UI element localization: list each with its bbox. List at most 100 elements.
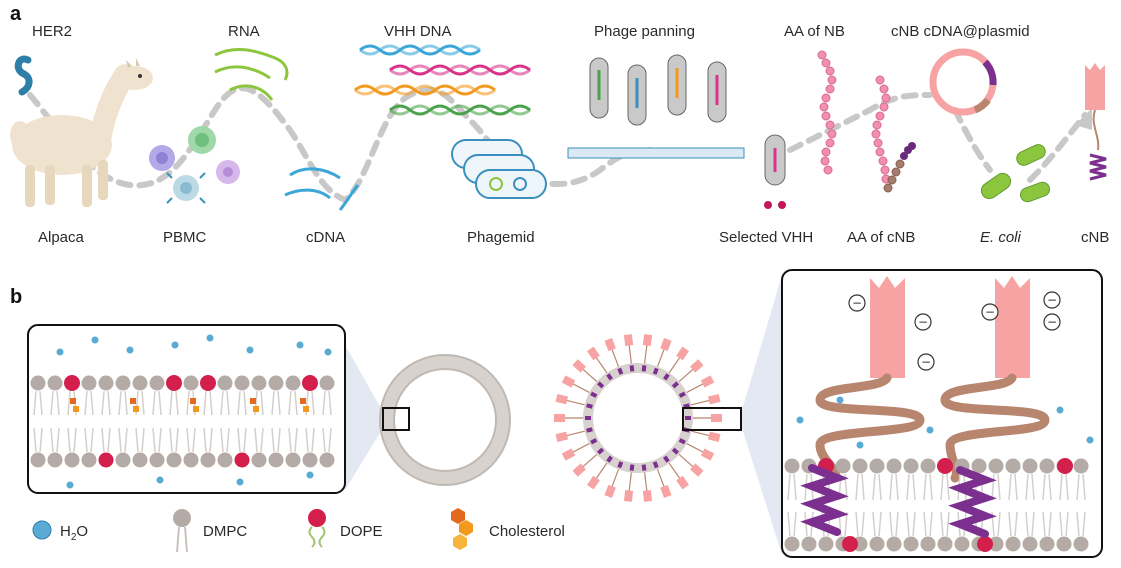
anchor-helix [678,438,686,445]
dmpc-head [251,452,267,468]
lipid-tail [175,427,179,453]
label-phage-panning: Phage panning [594,23,695,40]
dmpc-head [886,536,902,552]
label-rna: RNA [228,23,260,40]
lipid-tail [929,511,933,537]
lipid-tail [33,390,37,416]
cnb-head [676,346,690,361]
charge-marker [981,303,999,321]
label-ecoli: E. coli [980,229,1022,246]
dope-head [1057,458,1073,474]
lipid-tail [84,427,88,453]
dmpc-head [1039,536,1055,552]
charge-marker [1043,313,1061,331]
zoom-wedge-right [742,275,782,555]
anchor-helix [678,391,686,398]
dmpc-head [852,458,868,474]
lipid-tail [50,390,54,416]
dmpc-head [835,458,851,474]
dmpc-head [1073,458,1089,474]
lipid-tail [158,427,162,453]
dmpc-head [971,458,987,474]
legend-water-icon [32,520,52,540]
cholesterol-molecule [250,398,256,404]
linker-left [815,373,925,483]
lipid-tail [67,427,71,453]
lipid-tail [186,427,190,453]
lipid-tail [793,511,797,537]
lipid-tail [277,390,281,416]
cnb-icon [1085,63,1107,181]
dmpc-head [98,375,114,391]
anchor-helix [663,455,670,463]
final-arrowhead [1075,108,1092,130]
dmpc-head [1039,458,1055,474]
legend-dope-icon [308,509,326,548]
cnb-head [707,431,721,442]
lipid-tail [294,427,298,453]
water-molecule [66,481,74,489]
dmpc-head [183,452,199,468]
legend: H2O DMPC DOPE Cholesterol [32,508,565,553]
bilayer-zoom-box [27,324,346,494]
water-molecule [246,346,254,354]
lipid-tail [861,511,865,537]
phagemid-stack [451,139,547,199]
lipid-tail [141,390,145,416]
dmpc-head [1022,458,1038,474]
lipid-tail [946,511,950,537]
negative-charges: −−−−−− [848,291,1061,371]
dmpc-head [1056,536,1072,552]
label-cdna: cDNA [306,229,345,246]
anchor-helix [617,461,624,469]
cnb-head [561,448,576,461]
cnb-liposome-zoom-marker [682,407,742,431]
lipid-tail [991,473,995,501]
her2-icon [14,55,33,96]
anchor-helix [586,427,593,433]
dmpc-head [30,375,46,391]
ecoli-icon [980,144,1051,203]
anchor-helix [585,416,591,420]
dmpc-head [166,452,182,468]
charge-symbol: − [921,355,931,369]
workflow-arrow-path [27,85,1088,204]
cnb-head [561,375,576,388]
dmpc-head [183,375,199,391]
water-molecule [236,478,244,486]
transmembrane-helix [800,464,849,536]
anchor-helix [629,464,635,471]
lipid-tail [1042,511,1046,537]
lipid-tail [271,390,275,416]
dmpc-head [818,536,834,552]
dmpc-head [784,458,800,474]
label-aa-nb: AA of NB [784,23,845,40]
lipid-tail [101,427,105,453]
lipid-tail [906,511,910,537]
dmpc-head [81,375,97,391]
lipid-tail [1059,511,1063,537]
lipid-tail [997,473,1001,501]
dmpc-head [1073,536,1089,552]
dmpc-head [115,375,131,391]
alpaca-icon [10,58,153,207]
lipid-tail [33,427,37,453]
cnb-head [604,338,616,352]
label-cnb: cNB [1081,229,1109,246]
dmpc-head [132,375,148,391]
lipid-tail [237,390,241,416]
vhh-dna-helices [354,44,531,116]
lipid-tail [895,473,899,501]
zoom-wedge-left [345,345,383,490]
water-molecule [91,336,99,344]
dope-head [842,536,858,552]
lipid-tail [311,390,315,416]
charge-symbol: − [1047,293,1057,307]
dmpc-head [200,452,216,468]
bilayer-lipids-right [784,396,1094,552]
lipid-tail [322,390,326,416]
bilayer-lipids [30,334,335,489]
aa-nb-chain [817,50,837,175]
lipid-tail [101,390,105,416]
